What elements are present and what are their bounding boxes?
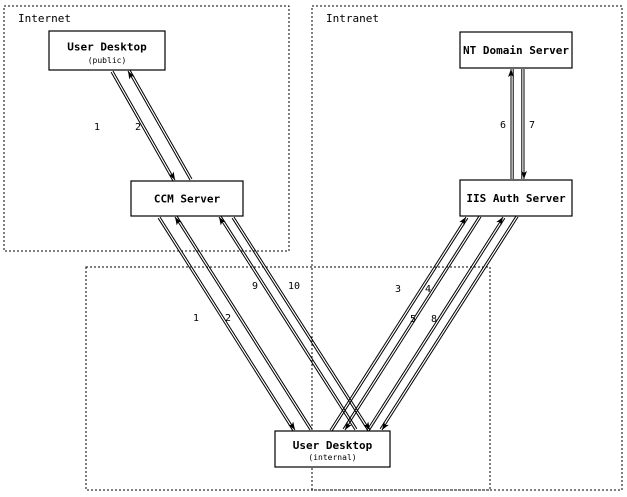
zone-intranet: Intranet	[311, 5, 623, 491]
node-title-iis-auth-server: IIS Auth Server	[466, 192, 566, 205]
edge-line-parallel-e1	[110, 71, 174, 182]
zone-border-internet	[3, 5, 290, 252]
edge-line-parallel-e2b	[176, 215, 313, 430]
edge-label-e4: 4	[425, 284, 431, 295]
node-title-user-desktop-public: User Desktop	[67, 41, 147, 54]
edge-label-e2b: 2	[225, 313, 231, 324]
edge-label-e7: 7	[529, 120, 535, 131]
edge-line-parallel-e1b	[157, 217, 294, 432]
edge-e7	[521, 69, 527, 179]
edge-line-parallel-e8	[379, 215, 517, 430]
node-user-desktop-internal[interactable]: User Desktop(internal)	[274, 430, 391, 468]
node-subtitle-user-desktop-internal: (internal)	[308, 453, 356, 462]
edge-label-e1b: 1	[193, 313, 199, 324]
node-user-desktop-public[interactable]: User Desktop (public)	[48, 30, 166, 71]
zone-boundaries: Internet Intranet	[3, 5, 623, 491]
node-title-ccm-server: CCM Server	[154, 193, 221, 206]
zone-internet: Internet	[3, 5, 290, 252]
edge-label-e5: 5	[410, 314, 416, 325]
edge-line-e2b	[174, 216, 311, 431]
edge-e9	[218, 215, 358, 431]
edge-line-e4	[344, 216, 482, 431]
edge-e8	[379, 215, 519, 431]
message-flow-edges	[110, 69, 527, 432]
node-ccm-server[interactable]: CCM Server	[130, 180, 244, 217]
node-iis-auth-server[interactable]: IIS Auth Server	[459, 179, 573, 217]
node-nt-domain-server[interactable]: NT Domain Server	[459, 31, 573, 69]
edge-line-parallel-e9	[220, 215, 358, 430]
edge-line-parallel-e10	[231, 217, 369, 432]
node-title-user-desktop-internal: User Desktop	[293, 439, 373, 452]
edge-label-e10: 10	[288, 281, 300, 292]
node-title-nt-domain-server: NT Domain Server	[463, 44, 569, 57]
edge-label-e6: 6	[500, 120, 506, 131]
edge-line-e1	[112, 70, 176, 181]
edge-line-parallel-e5	[368, 217, 506, 432]
edge-line-parallel-e3	[331, 217, 469, 432]
edge-line-e9	[218, 216, 356, 431]
node-box-nt-domain-server[interactable]	[459, 31, 573, 69]
edge-e10	[231, 216, 371, 432]
edge-e4	[342, 215, 482, 431]
system-nodes: User Desktop (public) CCM Server NT Domain …	[48, 30, 573, 468]
edge-label-e9: 9	[252, 281, 258, 292]
edge-line-parallel-e4	[342, 215, 480, 430]
edge-line-parallel-e2	[129, 69, 193, 180]
edge-label-e8: 8	[431, 314, 437, 325]
node-box-user-desktop-public[interactable]	[48, 30, 166, 71]
edge-line-e1b	[159, 216, 296, 431]
edge-line-e10	[233, 216, 371, 431]
edge-label-e1: 1	[94, 122, 100, 133]
edge-e2b	[174, 215, 313, 431]
message-sequence-labels: 1 2 1 2 9 10 3 4 5 8 6 7	[94, 120, 535, 325]
edge-e5	[366, 216, 506, 432]
zone-border-intranet	[311, 5, 623, 491]
node-box-ccm-server[interactable]	[130, 180, 244, 217]
zone-label-internet: Internet	[18, 12, 71, 25]
edge-line-e5	[366, 216, 504, 431]
edge-line-e2	[127, 70, 191, 181]
edge-e1	[110, 70, 176, 182]
edge-label-e3: 3	[395, 284, 401, 295]
edge-label-e2: 2	[135, 122, 141, 133]
node-box-iis-auth-server[interactable]	[459, 179, 573, 217]
zone-label-intranet: Intranet	[326, 12, 379, 25]
edge-line-e8	[381, 216, 519, 431]
zone-internal	[85, 266, 491, 491]
edge-e1b	[157, 216, 296, 432]
node-subtitle-user-desktop-public: (public)	[88, 56, 127, 65]
edge-line-e3	[329, 216, 467, 431]
zone-border-internal	[85, 266, 491, 491]
edge-e3	[329, 216, 469, 432]
node-box-user-desktop-internal[interactable]	[274, 430, 391, 468]
edge-e2	[127, 69, 193, 181]
edge-e6	[508, 69, 514, 179]
